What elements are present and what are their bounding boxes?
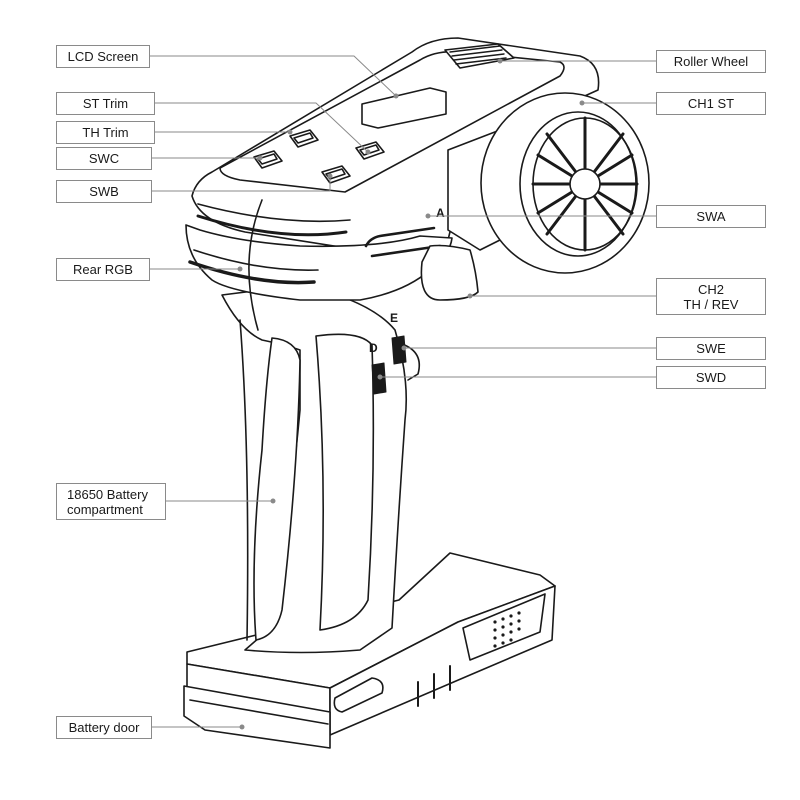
mark-switch-e: E xyxy=(390,311,398,325)
label-swc: SWC xyxy=(56,147,152,170)
th-trim-button-face xyxy=(293,132,314,144)
rear-rgb-strip-2 xyxy=(193,249,319,271)
label-ch1-st: CH1 ST xyxy=(656,92,766,115)
leader-dots xyxy=(237,58,585,730)
battery-door xyxy=(183,685,331,749)
base-groove xyxy=(333,677,384,713)
swe-knob xyxy=(391,335,407,365)
body-seam xyxy=(248,199,263,331)
throttle-trigger xyxy=(420,244,479,301)
label-battery-door: Battery door xyxy=(56,716,152,739)
label-lcd-screen: LCD Screen xyxy=(56,45,150,68)
front-bezel-groove-2 xyxy=(197,203,351,223)
leader-swb xyxy=(151,175,331,192)
roller-wheel xyxy=(449,45,507,65)
label-st-trim: ST Trim xyxy=(56,92,155,115)
mark-switch-d: D xyxy=(369,341,378,355)
grip-seam xyxy=(239,319,249,641)
swc-button-face xyxy=(257,153,278,165)
grip xyxy=(221,284,408,654)
label-roller-wheel: Roller Wheel xyxy=(656,50,766,73)
label-swd: SWD xyxy=(656,366,766,389)
mark-switch-a: A xyxy=(436,206,445,220)
label-swb: SWB xyxy=(56,180,152,203)
leader-lcd xyxy=(149,55,397,97)
label-th-trim: TH Trim xyxy=(56,121,155,144)
grip-outline xyxy=(221,284,408,654)
steering-wheel-hub xyxy=(569,168,601,200)
grip-front-panel xyxy=(253,337,301,641)
leader-lines xyxy=(149,55,657,728)
grip-back-panel xyxy=(315,333,375,631)
steering-wheel-assembly xyxy=(447,92,650,274)
trigger-shape xyxy=(420,244,479,301)
speaker-grille xyxy=(493,611,521,648)
swe-surround xyxy=(401,343,421,381)
lcd-screen xyxy=(361,87,447,129)
label-rear-rgb: Rear RGB xyxy=(56,258,150,281)
front-bezel-groove xyxy=(196,214,348,237)
st-trim-button-face xyxy=(359,144,380,156)
rear-rgb-strip xyxy=(188,260,316,285)
label-battery-compartment: 18650 Battery compartment xyxy=(56,483,166,520)
leader-st-trim xyxy=(154,102,369,153)
label-swe: SWE xyxy=(656,337,766,360)
label-swa: SWA xyxy=(656,205,766,228)
label-ch2-th-rev: CH2 TH / REV xyxy=(656,278,766,315)
battery-door-edge xyxy=(189,699,329,725)
